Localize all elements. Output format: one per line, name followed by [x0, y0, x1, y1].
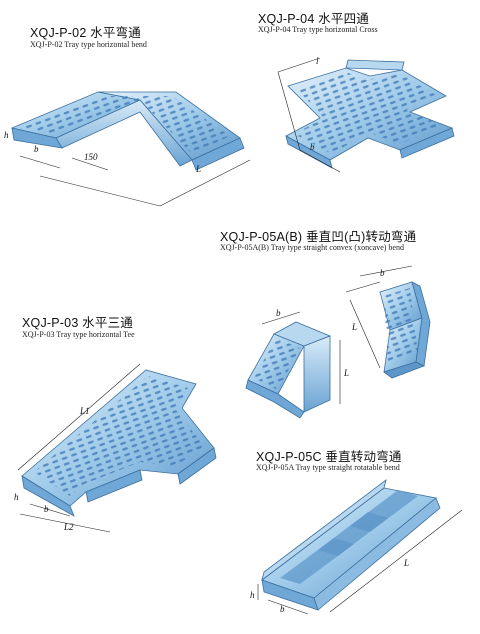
title-p04-cn: 水平四通: [318, 12, 369, 26]
drawing-p04: l b: [277, 56, 455, 173]
title-p04-code: XQJ-P-04: [258, 12, 315, 26]
p05ab-dim-right-b: [345, 281, 381, 293]
p03-label-b: b: [44, 504, 49, 514]
p05ab-left-wall: [303, 335, 331, 413]
p05ab-label-b2: b: [380, 268, 385, 278]
p03-side-right: [177, 447, 217, 485]
p05ab-label-b1: b: [276, 308, 281, 318]
p02-label-h: h: [4, 130, 9, 140]
title-p03-cn: 水平三通: [82, 316, 133, 330]
p03-label-l2: L2: [63, 522, 74, 532]
p03-holes: [34, 376, 204, 496]
title-p05c: XQJ-P-05C 垂直转动弯通: [256, 446, 402, 465]
p03-side-branch: [85, 469, 143, 503]
drawing-p05ab-concave: b L: [245, 308, 349, 419]
p05ab-dim-right-l: [349, 299, 381, 369]
p05ab-left-front: [245, 379, 305, 419]
p05c-label-l: L: [403, 558, 409, 568]
title-p05ab-code: XQJ-P-05A(B): [220, 230, 303, 244]
title-p05ab: XQJ-P-05A(B) 垂直凹(凸)转动弯通: [220, 226, 416, 245]
p05ab-dim-left-b: [261, 311, 301, 325]
p05c-side-right: [313, 497, 441, 611]
title-p05ab-cn: 垂直凹(凸)转动弯通: [305, 230, 417, 244]
p02-dim-angle: [71, 157, 109, 171]
subtitle-p05c: XQJ-P-05A Tray type straight rotatable b…: [256, 463, 400, 472]
p02-side-back: [191, 137, 245, 171]
p04-side-front: [285, 135, 333, 169]
p02-side-front: [11, 127, 63, 149]
p02-label-b: b: [34, 144, 39, 154]
p04-side-right: [399, 127, 455, 159]
p04-label-l: l: [316, 56, 319, 66]
p05ab-label-l1: L: [343, 368, 349, 378]
title-p02: XQJ-P-02 水平弯通: [30, 22, 141, 41]
p02-label-length: L: [195, 164, 201, 174]
p02-holes-right: [102, 96, 230, 154]
drawing-p02: h b 150 L: [4, 91, 251, 207]
p03-label-h: h: [14, 492, 19, 502]
p04-holes: [294, 72, 444, 154]
p02-dim-length-2: [159, 159, 251, 207]
drawing-p05ab-convex: b L: [345, 265, 431, 379]
p03-dim-l1: [17, 363, 141, 471]
p05ab-left-holes: [254, 338, 300, 390]
subtitle-p05ab: XQJ-P-05A(B) Tray type straight convex (…: [220, 243, 404, 252]
p04-side-top: [345, 59, 405, 71]
p05c-dim-b: [267, 599, 309, 615]
p05c-label-b: b: [280, 604, 285, 614]
p05c-rung-3: [350, 490, 418, 532]
p02-dim-b: [19, 155, 61, 169]
p04-dim-b: [299, 149, 341, 173]
p05c-dim-l: [329, 509, 463, 613]
p03-dim-b: [29, 503, 71, 517]
p05ab-label-l2: L: [351, 322, 357, 332]
title-p05c-cn: 垂直转动弯通: [325, 450, 402, 464]
p03-dim-l2: [19, 513, 111, 533]
title-p05c-code: XQJ-P-05C: [256, 450, 322, 464]
p05c-side-back: [261, 478, 387, 582]
p04-dim-l-2: [277, 71, 301, 151]
p04-dim-l: [277, 57, 321, 73]
p03-label-l1: L1: [79, 406, 90, 416]
title-p04: XQJ-P-04 水平四通: [258, 8, 369, 27]
p05ab-right-holes: [384, 288, 418, 364]
title-p02-code: XQJ-P-02: [30, 26, 87, 40]
title-p03-code: XQJ-P-03: [22, 316, 79, 330]
p02-label-angle: 150: [84, 152, 98, 162]
title-p02-cn: 水平弯通: [90, 26, 141, 40]
drawing-p03: L1 L2 b h: [14, 363, 217, 533]
p02-holes-left: [20, 96, 136, 134]
drawing-p05c: h b L: [250, 478, 463, 615]
p03-side-front: [21, 475, 75, 517]
subtitle-p02: XQJ-P-02 Tray type horizontal bend: [30, 40, 147, 49]
p05ab-dim-right-top: [359, 265, 413, 277]
title-p03: XQJ-P-03 水平三通: [22, 312, 133, 331]
subtitle-p04: XQJ-P-04 Tray type horizontal Cross: [258, 25, 378, 34]
p04-label-b: b: [310, 142, 315, 152]
p02-dim-length: [39, 175, 161, 207]
p05c-label-h: h: [250, 590, 255, 600]
p05ab-right-foot: [383, 361, 425, 379]
subtitle-p03: XQJ-P-03 Tray type horizontal Tee: [22, 330, 135, 339]
